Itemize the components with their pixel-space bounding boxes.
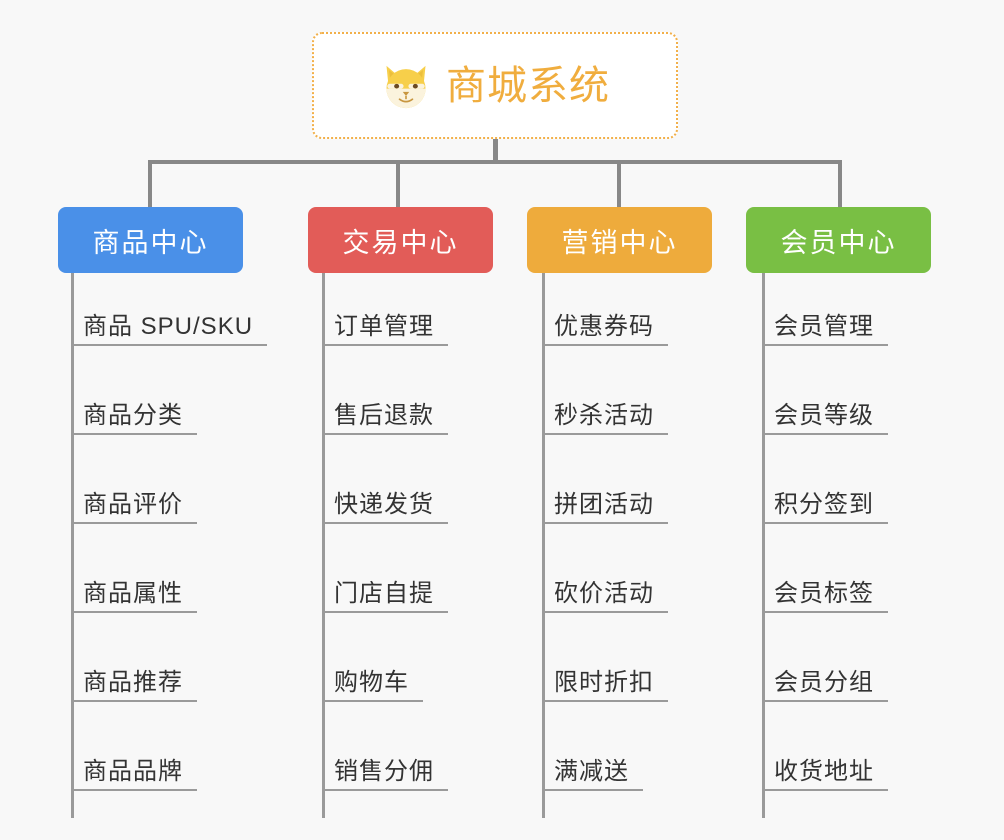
leaf-item-member-tag[interactable]: 会员标签 bbox=[762, 525, 888, 617]
column-rail-marketing-center bbox=[542, 273, 545, 818]
leaf-item-member-group[interactable]: 会员分组 bbox=[762, 614, 888, 706]
connector-drop-marketing-center bbox=[617, 160, 621, 207]
leaf-item-product-attribute[interactable]: 商品属性 bbox=[71, 525, 197, 617]
leaf-item-group-buy[interactable]: 拼团活动 bbox=[542, 436, 668, 528]
leaf-label: 商品 SPU/SKU bbox=[71, 313, 268, 346]
connector-drop-trade-center bbox=[396, 160, 400, 207]
leaf-label: 收货地址 bbox=[762, 758, 888, 791]
connector-horizontal-bus bbox=[148, 160, 842, 164]
shiba-dog-face-icon bbox=[386, 65, 426, 108]
leaf-label: 满减送 bbox=[542, 758, 643, 791]
category-header-label: 营销中心 bbox=[561, 227, 678, 258]
category-header-trade-center[interactable]: 交易中心 bbox=[308, 207, 493, 273]
leaf-item-sales-commission[interactable]: 销售分佣 bbox=[322, 703, 448, 795]
root-node-label: 商城系统 bbox=[446, 63, 610, 108]
leaf-label: 商品分类 bbox=[71, 402, 197, 435]
category-header-product-center[interactable]: 商品中心 bbox=[58, 207, 243, 273]
category-header-member-center[interactable]: 会员中心 bbox=[746, 207, 931, 273]
leaf-item-shipping-address[interactable]: 收货地址 bbox=[762, 703, 888, 795]
leaf-item-order-management[interactable]: 订单管理 bbox=[322, 258, 448, 350]
column-rail-member-center bbox=[762, 273, 765, 818]
leaf-item-coupon-code[interactable]: 优惠券码 bbox=[542, 258, 668, 350]
leaf-label: 销售分佣 bbox=[322, 758, 448, 791]
leaf-item-express-delivery[interactable]: 快递发货 bbox=[322, 436, 448, 528]
category-header-label: 商品中心 bbox=[92, 227, 209, 258]
leaf-label: 商品评价 bbox=[71, 491, 197, 524]
leaf-item-bargain-activity[interactable]: 砍价活动 bbox=[542, 525, 668, 617]
leaf-label: 优惠券码 bbox=[542, 313, 668, 346]
leaf-label: 购物车 bbox=[322, 669, 423, 702]
column-rail-trade-center bbox=[322, 273, 325, 818]
category-header-label: 会员中心 bbox=[780, 227, 897, 258]
leaf-item-aftersale-refund[interactable]: 售后退款 bbox=[322, 347, 448, 439]
leaf-item-store-pickup[interactable]: 门店自提 bbox=[322, 525, 448, 617]
leaf-item-product-spu-sku[interactable]: 商品 SPU/SKU bbox=[71, 258, 268, 350]
leaf-item-product-recommend[interactable]: 商品推荐 bbox=[71, 614, 197, 706]
leaf-label: 商品推荐 bbox=[71, 669, 197, 702]
leaf-label: 门店自提 bbox=[322, 580, 448, 613]
leaf-item-limited-time-discount[interactable]: 限时折扣 bbox=[542, 614, 668, 706]
category-header-label: 交易中心 bbox=[342, 227, 459, 258]
leaf-label: 砍价活动 bbox=[542, 580, 668, 613]
connector-drop-member-center bbox=[838, 160, 842, 207]
column-rail-product-center bbox=[71, 273, 74, 818]
leaf-item-product-brand[interactable]: 商品品牌 bbox=[71, 703, 197, 795]
leaf-label: 快递发货 bbox=[322, 491, 448, 524]
leaf-label: 积分签到 bbox=[762, 491, 888, 524]
leaf-item-points-checkin[interactable]: 积分签到 bbox=[762, 436, 888, 528]
leaf-item-flash-sale[interactable]: 秒杀活动 bbox=[542, 347, 668, 439]
leaf-label: 会员等级 bbox=[762, 402, 888, 435]
leaf-label: 拼团活动 bbox=[542, 491, 668, 524]
leaf-label: 售后退款 bbox=[322, 402, 448, 435]
leaf-item-member-level[interactable]: 会员等级 bbox=[762, 347, 888, 439]
leaf-label: 订单管理 bbox=[322, 313, 448, 346]
leaf-label: 会员标签 bbox=[762, 580, 888, 613]
leaf-label: 会员管理 bbox=[762, 313, 888, 346]
leaf-item-product-review[interactable]: 商品评价 bbox=[71, 436, 197, 528]
leaf-item-product-category[interactable]: 商品分类 bbox=[71, 347, 197, 439]
category-header-marketing-center[interactable]: 营销中心 bbox=[527, 207, 712, 273]
connector-root-stem bbox=[493, 139, 498, 163]
root-node-mall-system[interactable]: 商城系统 bbox=[312, 32, 678, 139]
connector-drop-product-center bbox=[148, 160, 152, 207]
leaf-label: 秒杀活动 bbox=[542, 402, 668, 435]
leaf-label: 限时折扣 bbox=[542, 669, 668, 702]
leaf-item-full-reduction-gift[interactable]: 满减送 bbox=[542, 703, 643, 795]
leaf-item-member-management[interactable]: 会员管理 bbox=[762, 258, 888, 350]
leaf-label: 商品属性 bbox=[71, 580, 197, 613]
leaf-label: 商品品牌 bbox=[71, 758, 197, 791]
leaf-item-shopping-cart[interactable]: 购物车 bbox=[322, 614, 423, 706]
leaf-label: 会员分组 bbox=[762, 669, 888, 702]
